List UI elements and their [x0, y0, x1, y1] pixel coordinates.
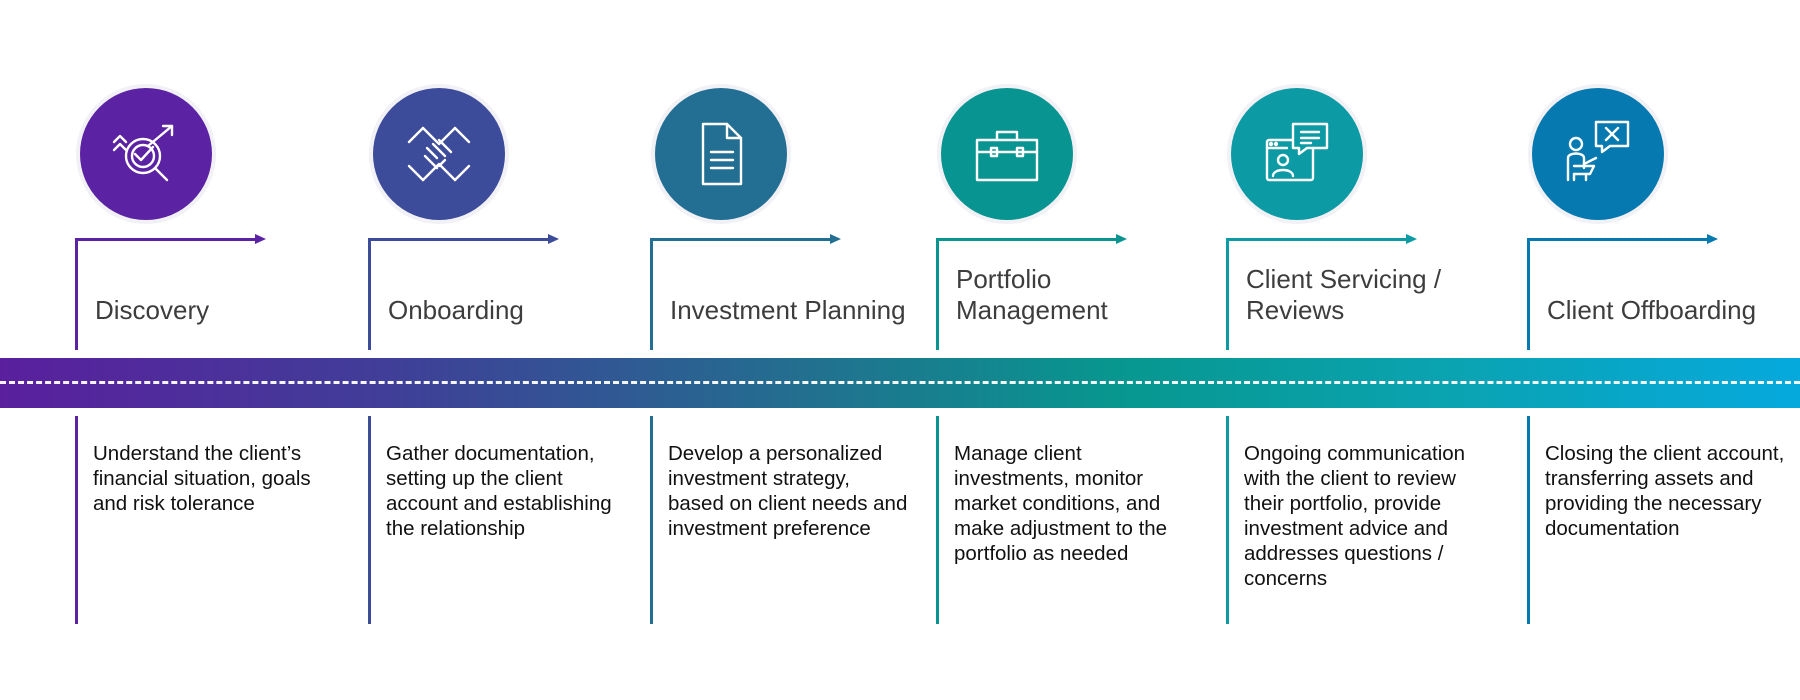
stage-description: Ongoing communication with the client to…	[1244, 442, 1466, 590]
stage-connector-vertical	[1226, 238, 1229, 350]
stage-title: Onboarding	[388, 260, 628, 326]
stage-title-text: Discovery	[95, 295, 210, 325]
arrow-right-icon	[255, 234, 266, 244]
timeline-dashed-line	[0, 381, 1800, 384]
arrow-right-icon	[1406, 234, 1417, 244]
stage-client-servicing: Client Servicing / Reviews Ongoing commu…	[1226, 0, 1486, 700]
arrow-right-icon	[548, 234, 559, 244]
stage-connector-vertical	[650, 238, 653, 350]
stage-description-line	[75, 416, 78, 624]
stage-title: Investment Planning	[670, 260, 910, 326]
target-check-icon	[80, 88, 212, 220]
arrow-right-icon	[1116, 234, 1127, 244]
stage-title-text: Client Offboarding	[1547, 295, 1757, 325]
stage-connector-arrow-line	[75, 238, 255, 241]
timeline-band	[0, 358, 1800, 408]
stage-description: Develop a personalized investment strate…	[668, 442, 908, 540]
stage-connector-arrow-line	[650, 238, 830, 241]
stage-description-line	[650, 416, 653, 624]
stage-connector-vertical	[1527, 238, 1530, 350]
stage-title: Discovery	[95, 260, 335, 326]
stage-description-line	[1527, 416, 1530, 624]
person-exit-icon	[1532, 88, 1664, 220]
stage-connector-arrow-line	[1527, 238, 1707, 241]
handshake-icon	[373, 88, 505, 220]
stage-title-text: Onboarding	[388, 295, 524, 325]
stage-client-offboarding: Client Offboarding Closing the client ac…	[1527, 0, 1787, 700]
stage-discovery: Discovery Understand the client’s financ…	[75, 0, 335, 700]
stage-title: Client Offboarding	[1547, 260, 1787, 326]
stage-portfolio-management: Portfolio Management Manage client inves…	[936, 0, 1196, 700]
stage-description: Manage client investments, monitor marke…	[954, 442, 1168, 565]
briefcase-icon	[941, 88, 1073, 220]
stage-title: Client Servicing / Reviews	[1246, 260, 1486, 326]
stage-connector-vertical	[936, 238, 939, 350]
stage-description-line	[1226, 416, 1229, 624]
stage-description: Understand the client’s financial situat…	[93, 442, 311, 515]
stage-onboarding: Onboarding Gather documentation, setting…	[368, 0, 628, 700]
stage-connector-arrow-line	[368, 238, 548, 241]
stage-connector-vertical	[368, 238, 371, 350]
stage-description-line	[936, 416, 939, 624]
stage-title-text: Client Servicing / Reviews	[1246, 264, 1442, 325]
video-chat-icon	[1231, 88, 1363, 220]
stage-title: Portfolio Management	[956, 260, 1196, 326]
stage-title-text: Portfolio Management	[956, 264, 1108, 325]
arrow-right-icon	[830, 234, 841, 244]
stage-connector-arrow-line	[1226, 238, 1406, 241]
stage-description-line	[368, 416, 371, 624]
stage-title-text: Investment Planning	[670, 295, 906, 325]
stage-description: Gather documentation, setting up the cli…	[386, 442, 612, 540]
stage-investment-planning: Investment Planning Develop a personaliz…	[650, 0, 910, 700]
stage-connector-vertical	[75, 238, 78, 350]
stage-connector-arrow-line	[936, 238, 1116, 241]
document-icon	[655, 88, 787, 220]
arrow-right-icon	[1707, 234, 1718, 244]
stage-description: Closing the client account, transferring…	[1545, 442, 1785, 540]
